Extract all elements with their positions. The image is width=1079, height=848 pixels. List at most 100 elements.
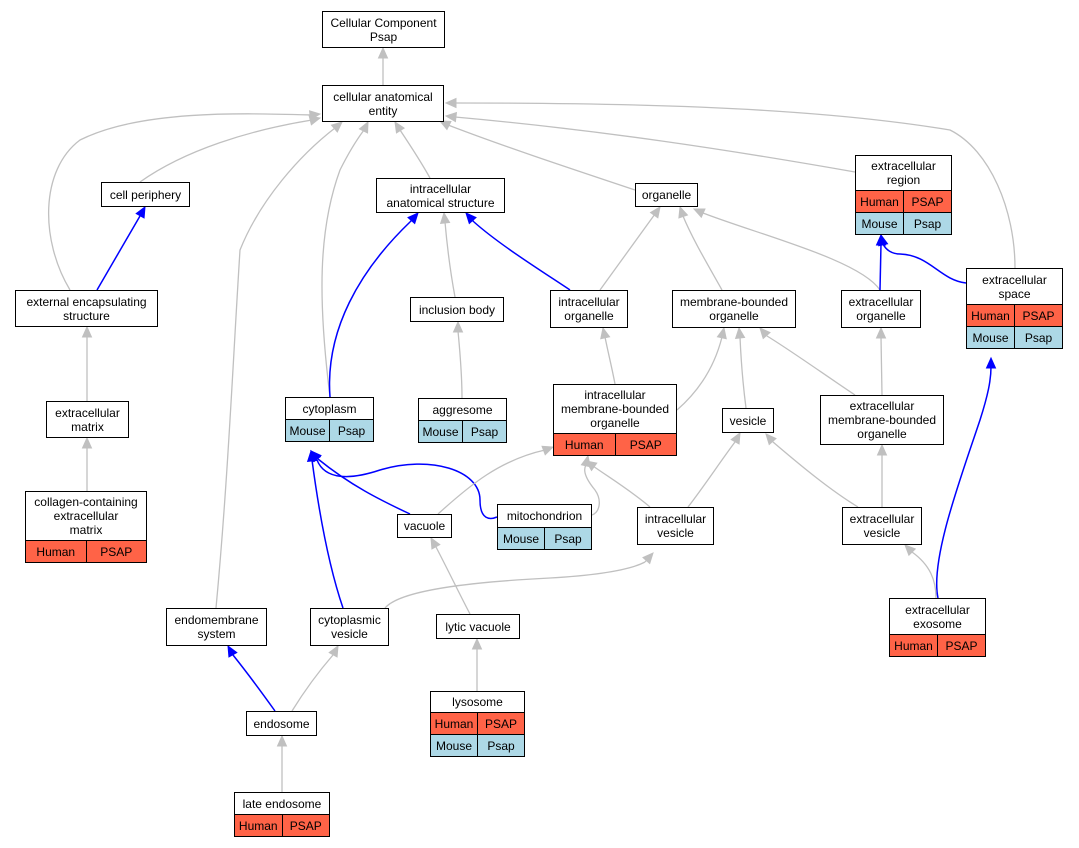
edge-line-tip <box>592 465 595 468</box>
node-intracellular-vesicle[interactable]: intracellular vesicle <box>637 507 714 545</box>
edge-line <box>766 335 856 396</box>
node-external-encapsulating-structure[interactable]: external encapsulating structure <box>15 290 158 327</box>
edge-arrowhead <box>642 552 654 565</box>
node-inclusion-body[interactable]: inclusion body <box>410 297 504 322</box>
node-label: lytic vacuole <box>445 619 511 634</box>
edge-arrowhead <box>227 644 238 658</box>
gene-label: PSAP <box>477 713 524 734</box>
species-label: Mouse <box>502 531 540 546</box>
node-extracellular-space[interactable]: extracellular space Human PSAP Mouse Psa… <box>966 268 1063 349</box>
edge-line <box>311 459 344 609</box>
edge-ib-to-ias <box>439 211 456 298</box>
edge-line <box>880 336 883 396</box>
node-extracellular-organelle[interactable]: extracellular organelle <box>841 290 921 328</box>
species-label: Human <box>894 638 933 653</box>
node-mitochondrion[interactable]: mitochondrion Mouse Psap <box>497 504 592 550</box>
node-late-endosome[interactable]: late endosome Human PSAP <box>234 792 330 837</box>
edge-line <box>328 221 411 398</box>
edge-iv-to-imbo <box>585 460 651 508</box>
edge-vacuole-to-cytoplasm <box>310 450 411 515</box>
node-label: organelle <box>641 188 692 202</box>
node-extracellular-membrane-bounded-organelle[interactable]: extracellular membrane-bounded organelle <box>820 395 944 445</box>
edge-arrowhead <box>600 326 611 340</box>
node-intracellular-membrane-bounded-organelle[interactable]: intracellular membrane-bounded organelle… <box>553 384 677 456</box>
node-cellular-component[interactable]: Cellular Component Psap <box>322 11 445 48</box>
node-label: cytoplasm <box>302 401 357 416</box>
node-aggresome[interactable]: aggresome Mouse Psap <box>418 398 507 443</box>
gene-label: Psap <box>329 420 373 441</box>
node-cytoplasmic-vesicle[interactable]: cytoplasmic vesicle <box>310 608 389 646</box>
edge-line <box>702 212 881 291</box>
edge-line <box>882 243 967 284</box>
node-endosome[interactable]: endosome <box>246 711 317 736</box>
edge-arrowhead <box>716 326 727 340</box>
gene-label: PSAP <box>903 191 951 212</box>
node-label: collagen-containing extracellular matrix <box>34 495 138 537</box>
node-lytic-vacuole[interactable]: lytic vacuole <box>436 614 520 639</box>
species-label: Mouse <box>861 216 898 231</box>
node-label: extracellular region <box>871 159 936 187</box>
node-lysosome[interactable]: lysosome Human PSAP Mouse Psap <box>430 691 525 757</box>
node-cell-periphery[interactable]: cell periphery <box>101 182 190 207</box>
node-label: inclusion body <box>418 302 496 317</box>
edge-arrowhead <box>875 233 887 246</box>
gene-label: PSAP <box>937 635 985 656</box>
node-extracellular-matrix[interactable]: extracellular matrix <box>46 401 129 438</box>
mouse-annotation: Mouse Psap <box>419 420 506 442</box>
node-label: extracellular vesicle <box>849 512 915 540</box>
edge-arrowhead <box>444 111 458 123</box>
edge-arrowhead <box>585 460 598 472</box>
edge-ees-to-periphery <box>96 205 146 291</box>
node-intracellular-organelle[interactable]: intracellular organelle <box>550 290 628 328</box>
node-membrane-bounded-organelle[interactable]: membrane-bounded organelle <box>672 290 796 328</box>
node-cellular-anatomical-entity[interactable]: cellular anatomical entity <box>322 85 444 122</box>
edge-space-to-region <box>878 233 967 284</box>
edge-line <box>687 441 736 508</box>
edge-embo-to-mbo <box>759 327 856 396</box>
node-vesicle[interactable]: vesicle <box>722 408 774 433</box>
node-cytoplasm[interactable]: cytoplasm Mouse Psap <box>285 397 374 442</box>
edge-region-to-entity <box>444 111 856 173</box>
node-label: mitochondrion <box>506 509 583 523</box>
node-endomembrane-system[interactable]: endomembrane system <box>166 608 267 646</box>
node-collagen-containing-extracellular-matrix[interactable]: collagen-containing extracellular matrix… <box>25 491 147 563</box>
edge-late-endosome-to-endosome <box>276 734 288 792</box>
gene-label: Psap <box>462 421 506 442</box>
edge-arrowhead <box>81 325 93 338</box>
edge-io-to-organelle <box>599 206 661 291</box>
edge-arrowhead <box>439 211 451 225</box>
edge-line-tip <box>472 219 475 223</box>
node-intracellular-anatomical-structure[interactable]: intracellular anatomical structure <box>376 178 505 213</box>
edge-line <box>291 654 334 712</box>
mouse-annotation: Mouse Psap <box>286 419 373 441</box>
node-extracellular-exosome[interactable]: extracellular exosome Human PSAP <box>889 598 986 657</box>
node-vacuole[interactable]: vacuole <box>397 514 452 538</box>
gene-label: Psap <box>1014 327 1062 348</box>
edge-line <box>911 551 937 599</box>
node-label: membrane-bounded organelle <box>679 295 789 323</box>
edge-line <box>96 215 141 291</box>
edge-arrowhead <box>904 544 917 557</box>
node-organelle[interactable]: organelle <box>635 183 698 207</box>
human-annotation: Human PSAP <box>554 433 676 455</box>
edge-line <box>772 441 859 508</box>
edge-imbo-to-io <box>600 326 616 385</box>
edge-ccem-to-em <box>81 436 93 491</box>
edge-arrowhead <box>580 454 591 468</box>
node-extracellular-region[interactable]: extracellular region Human PSAP Mouse Ps… <box>855 155 952 235</box>
edge-line <box>879 243 882 291</box>
edge-line <box>599 213 656 291</box>
edge-arrowhead <box>678 205 689 219</box>
species-label: Human <box>36 544 76 559</box>
human-annotation: Human PSAP <box>431 712 524 734</box>
edge-line <box>139 119 313 183</box>
mouse-annotation: Mouse Psap <box>967 326 1062 348</box>
node-extracellular-vesicle[interactable]: extracellular vesicle <box>842 507 922 545</box>
edge-root-to-entity <box>377 46 389 85</box>
edge-line <box>676 336 723 411</box>
edge-imbo-to-mbo <box>676 326 727 411</box>
edge-arrowhead <box>306 449 318 463</box>
edge-periphery-to-entity <box>139 115 322 183</box>
edge-arrowhead <box>310 450 322 463</box>
